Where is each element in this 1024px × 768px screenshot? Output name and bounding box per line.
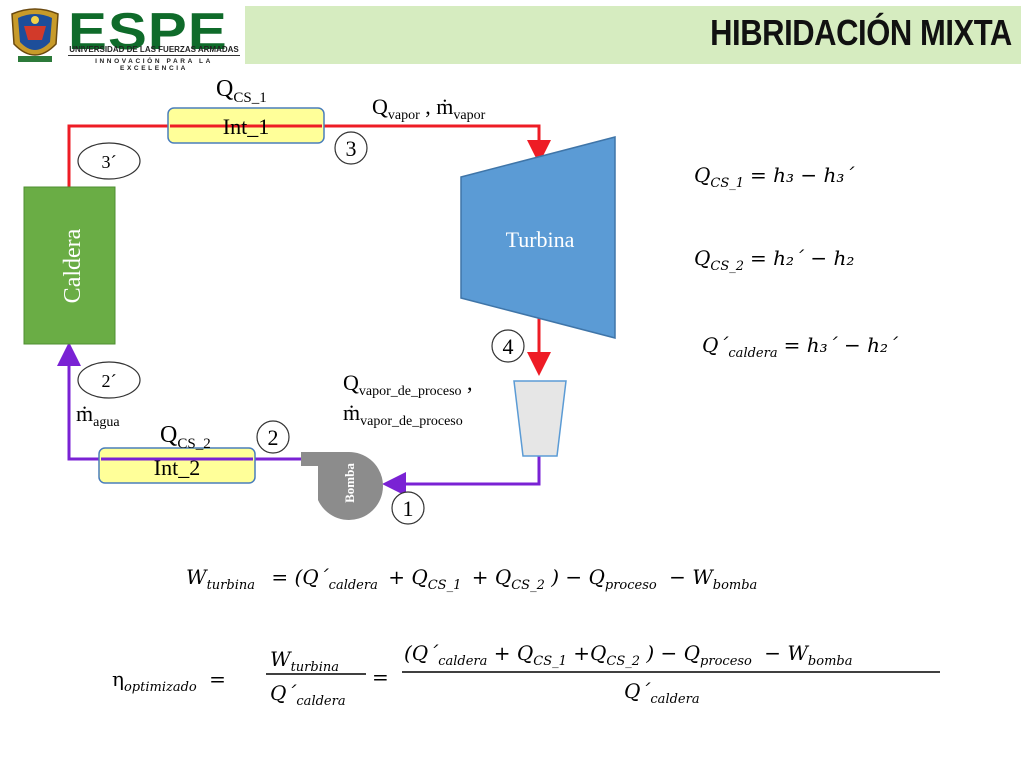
pump-label: Bomba: [342, 463, 357, 503]
state-point-2-prime: 2´: [77, 361, 141, 399]
svg-text:3´: 3´: [102, 152, 117, 172]
process-vessel: [513, 380, 567, 457]
exchanger-int-2-label: Int_2: [154, 455, 200, 480]
equation-qcs2: QCS_2= h₂´ − h₂: [694, 246, 854, 274]
boiler-label: Caldera: [60, 228, 86, 303]
logo-motto: INNOVACIÓN PARA LA EXCELENCIA: [95, 58, 213, 72]
eta-fraction2-numerator: (Q´caldera + QCS_1 +QCS_2 ) − Qproceso −…: [404, 641, 852, 670]
turbine-label: Turbina: [506, 227, 575, 252]
equation-w-turbina: Wturbina = (Q´caldera + QCS_1 + QCS_2 ) …: [186, 565, 757, 594]
state-point-4: 4: [491, 329, 525, 363]
svg-text:2: 2: [268, 425, 279, 450]
equation-qcaldera: Q´caldera= h₃´ − h₂´: [702, 333, 899, 361]
logo-subtitle: UNIVERSIDAD DE LAS FUERZAS ARMADAS: [69, 45, 239, 54]
eta-equals-sign: =: [372, 665, 389, 689]
svg-text:1: 1: [403, 496, 414, 521]
state-point-3: 3: [334, 131, 368, 165]
pump: [301, 451, 383, 520]
eta-fraction1-denominator: Q´caldera: [270, 681, 346, 709]
equation-qcs1: QCS_1= h₃ − h₃´: [694, 163, 855, 191]
boiler: [23, 186, 116, 345]
university-crest-icon: [11, 8, 59, 62]
state-point-1: 1: [391, 491, 425, 525]
exchanger-int-2: [98, 447, 256, 484]
eta-fraction2-denominator: Q´caldera: [624, 679, 700, 707]
equation-eta-lhs: ηoptimizado =: [112, 667, 226, 696]
svg-text:4: 4: [503, 334, 514, 359]
slide-title: HIBRIDACIÓN MIXTA: [710, 12, 1012, 53]
heat-qcs2-label: QCS_2: [160, 422, 211, 452]
state-point-2: 2: [256, 420, 290, 454]
svg-text:3: 3: [346, 136, 357, 161]
exchanger-int-1-label: Int_1: [223, 114, 269, 139]
svg-text:2´: 2´: [102, 371, 117, 391]
logo-name: ESPE: [68, 3, 228, 61]
state-point-3-prime: 3´: [77, 142, 141, 180]
header-band: [245, 6, 1021, 64]
process-flow-q-label: Qvapor_de_proceso ,: [343, 370, 473, 399]
water-flow-label: ṁagua: [76, 401, 120, 430]
heat-qcs1-label: QCS_1: [216, 76, 267, 106]
eta-fraction1-numerator: Wturbina: [270, 647, 339, 675]
logo-divider: [68, 55, 240, 56]
process-flow-m-label: ṁvapor_de_proceso: [343, 400, 463, 429]
vapor-flow-label: Qvapor , ṁvapor: [372, 94, 486, 123]
turbine: [460, 136, 616, 339]
